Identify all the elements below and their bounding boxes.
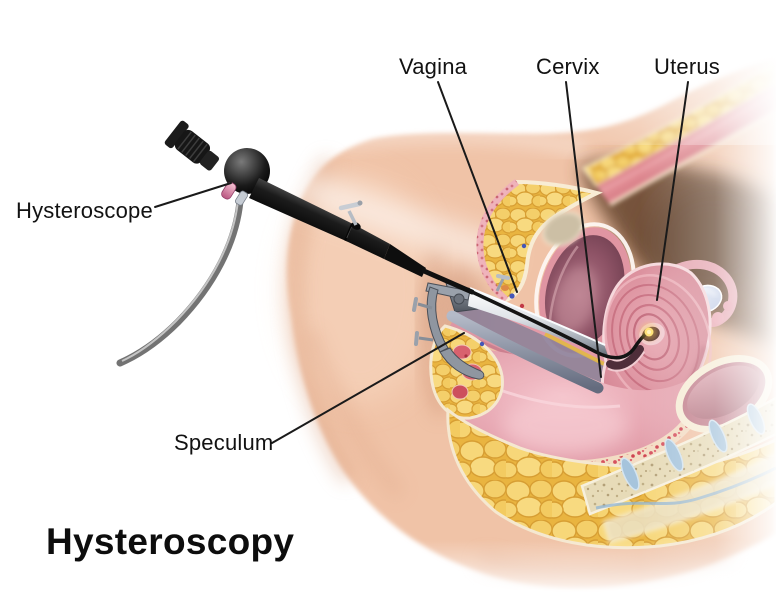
figure-title: Hysteroscopy [46, 521, 295, 562]
vessel-dot [521, 243, 527, 249]
uterus-leader-line [656, 81, 689, 301]
vagina-label: Vagina [399, 54, 468, 79]
speculum-screw [496, 274, 510, 280]
speculum-screw [414, 331, 419, 346]
hysteroscope-label: Hysteroscope [16, 198, 153, 223]
eyepiece [164, 120, 220, 171]
scope-tip-in-uterus [468, 289, 650, 360]
top-right-fade [560, 0, 776, 145]
scope-cable-fitting [234, 190, 249, 206]
speculum-leader-line [271, 332, 465, 444]
scope-stopcock [338, 201, 362, 211]
speculum-lower-blade [446, 310, 604, 394]
cervix-leader-line [565, 81, 602, 378]
hysteroscope-leader-line [154, 182, 232, 208]
leader-lines [154, 81, 689, 444]
hysteroscope-device [116, 120, 658, 367]
bottom-fade [300, 540, 776, 599]
vessel-dot [479, 341, 485, 347]
speculum-label: Speculum [174, 430, 274, 455]
urethra [501, 285, 509, 291]
cervix-label: Cervix [536, 54, 600, 79]
uterus-label: Uterus [654, 54, 720, 79]
speculum-screw [412, 297, 418, 312]
cervical-canal [606, 345, 644, 370]
disc [620, 457, 640, 491]
light-cable [116, 197, 244, 367]
vagina-leader-line [437, 81, 518, 293]
scope-inflow-port [221, 181, 237, 200]
vessel-dot [519, 303, 525, 309]
vessel-dot [509, 293, 515, 299]
scope-shaft [249, 178, 353, 241]
